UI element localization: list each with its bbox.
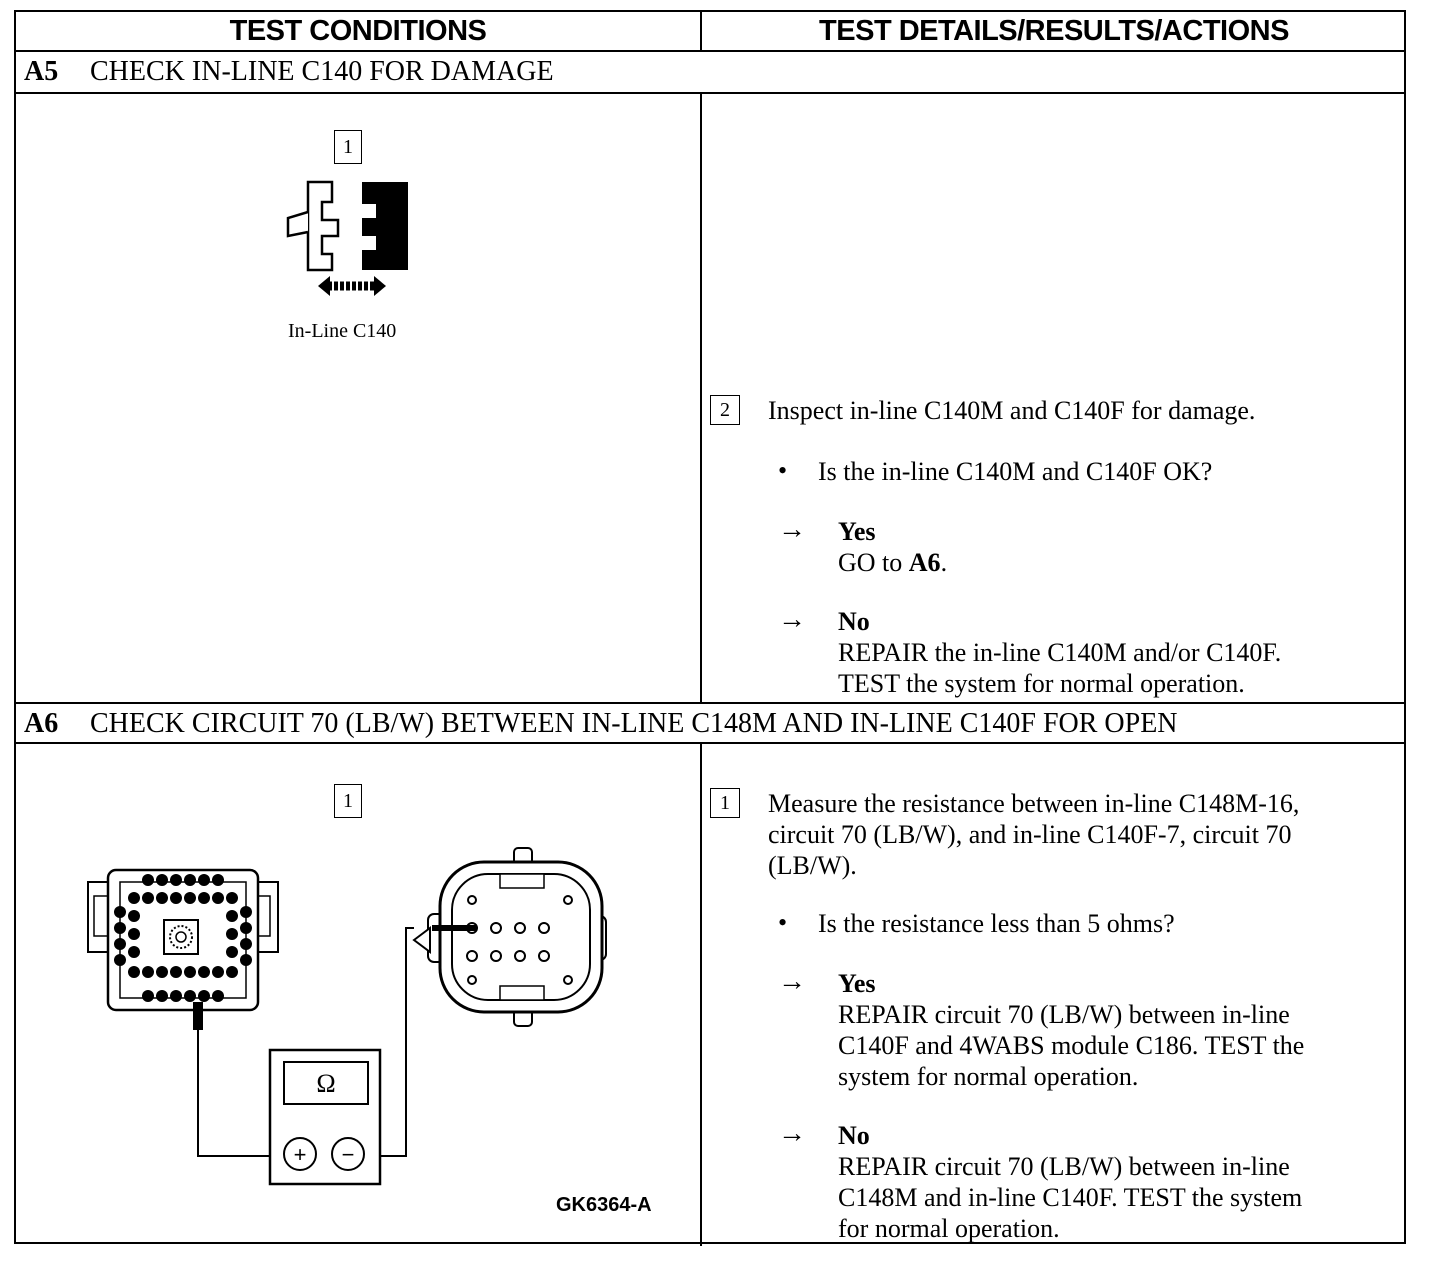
step-a6-title-row: A6 CHECK CIRCUIT 70 (LB/W) BETWEEN IN-LI… bbox=[16, 704, 1404, 744]
instruction-line: Measure the resistance between in-line C… bbox=[768, 789, 1300, 818]
meter-symbol: Ω bbox=[316, 1069, 335, 1098]
yes-action-line: REPAIR circuit 70 (LB/W) between in-line bbox=[838, 1000, 1290, 1029]
no-label: No bbox=[838, 1121, 870, 1150]
header-test-details: TEST DETAILS/RESULTS/ACTIONS bbox=[819, 14, 1289, 47]
plus-terminal: + bbox=[294, 1142, 307, 1167]
no-action-line: REPAIR circuit 70 (LB/W) between in-line bbox=[838, 1152, 1290, 1181]
yes-action-target: A6 bbox=[908, 548, 941, 577]
inline-connector-c140-icon bbox=[286, 180, 408, 296]
instruction-line: (LB/W). bbox=[768, 851, 857, 880]
divider bbox=[16, 702, 1404, 704]
figure-id: GK6364-A bbox=[556, 1194, 652, 1216]
instruction-line: circuit 70 (LB/W), and in-line C140F-7, … bbox=[768, 820, 1292, 849]
column-divider bbox=[700, 12, 702, 52]
test-procedure-table: TEST CONDITIONS TEST DETAILS/RESULTS/ACT… bbox=[14, 10, 1406, 1246]
bullet: • bbox=[778, 456, 788, 485]
step-a5-title-row: A5 CHECK IN-LINE C140 FOR DAMAGE bbox=[16, 52, 1404, 92]
no-branch: No REPAIR circuit 70 (LB/W) between in-l… bbox=[838, 1120, 1302, 1244]
connector-c148m-icon bbox=[87, 868, 279, 1012]
yes-branch: Yes GO to A6. bbox=[838, 516, 947, 578]
divider bbox=[16, 92, 1404, 94]
step-code: A5 bbox=[24, 56, 59, 87]
yes-action-line: system for normal operation. bbox=[838, 1062, 1139, 1091]
figure-step-marker: 1 bbox=[334, 130, 362, 164]
bullet: • bbox=[778, 908, 788, 937]
yes-label: Yes bbox=[838, 969, 876, 998]
figure-step-marker: 1 bbox=[334, 784, 362, 818]
step-code: A6 bbox=[24, 708, 59, 739]
step-instruction: Measure the resistance between in-line C… bbox=[768, 788, 1299, 881]
arrow-icon: → bbox=[778, 514, 806, 545]
arrow-icon: → bbox=[778, 604, 806, 635]
resistance-measurement-diagram: Ω + − bbox=[87, 847, 607, 1186]
no-action-line: TEST the system for normal operation. bbox=[838, 669, 1245, 698]
no-branch: No REPAIR the in-line C140M and/or C140F… bbox=[838, 606, 1281, 699]
step-question: Is the resistance less than 5 ohms? bbox=[818, 909, 1175, 938]
divider bbox=[16, 742, 1404, 744]
step-title: CHECK CIRCUIT 70 (LB/W) BETWEEN IN-LINE … bbox=[90, 708, 1178, 739]
minus-terminal: − bbox=[342, 1142, 355, 1167]
no-label: No bbox=[838, 607, 870, 636]
header-test-conditions: TEST CONDITIONS bbox=[229, 14, 487, 47]
connector-c140f-icon bbox=[412, 847, 607, 1027]
ohmmeter-icon: Ω + − bbox=[268, 1048, 382, 1186]
figure-caption: In-Line C140 bbox=[288, 320, 397, 342]
step-number-box: 2 bbox=[710, 395, 740, 425]
no-action-line: C148M and in-line C140F. TEST the system bbox=[838, 1183, 1303, 1212]
column-divider bbox=[700, 92, 702, 704]
step-instruction: Inspect in-line C140M and C140F for dama… bbox=[768, 396, 1256, 425]
no-action-line: REPAIR the in-line C140M and/or C140F. bbox=[838, 638, 1282, 667]
yes-action-line: C140F and 4WABS module C186. TEST the bbox=[838, 1031, 1305, 1060]
yes-branch: Yes REPAIR circuit 70 (LB/W) between in-… bbox=[838, 968, 1304, 1092]
divider bbox=[16, 50, 1404, 52]
yes-action-suffix: . bbox=[940, 548, 948, 577]
column-divider bbox=[700, 742, 702, 1246]
step-question: Is the in-line C140M and C140F OK? bbox=[818, 457, 1213, 486]
step-number-box: 1 bbox=[710, 788, 740, 818]
arrow-icon: → bbox=[778, 966, 806, 997]
arrow-icon: → bbox=[778, 1118, 806, 1149]
step-title: CHECK IN-LINE C140 FOR DAMAGE bbox=[90, 56, 554, 87]
no-action-line: for normal operation. bbox=[838, 1214, 1060, 1243]
yes-label: Yes bbox=[838, 517, 876, 546]
yes-action-prefix: GO to bbox=[838, 548, 909, 577]
